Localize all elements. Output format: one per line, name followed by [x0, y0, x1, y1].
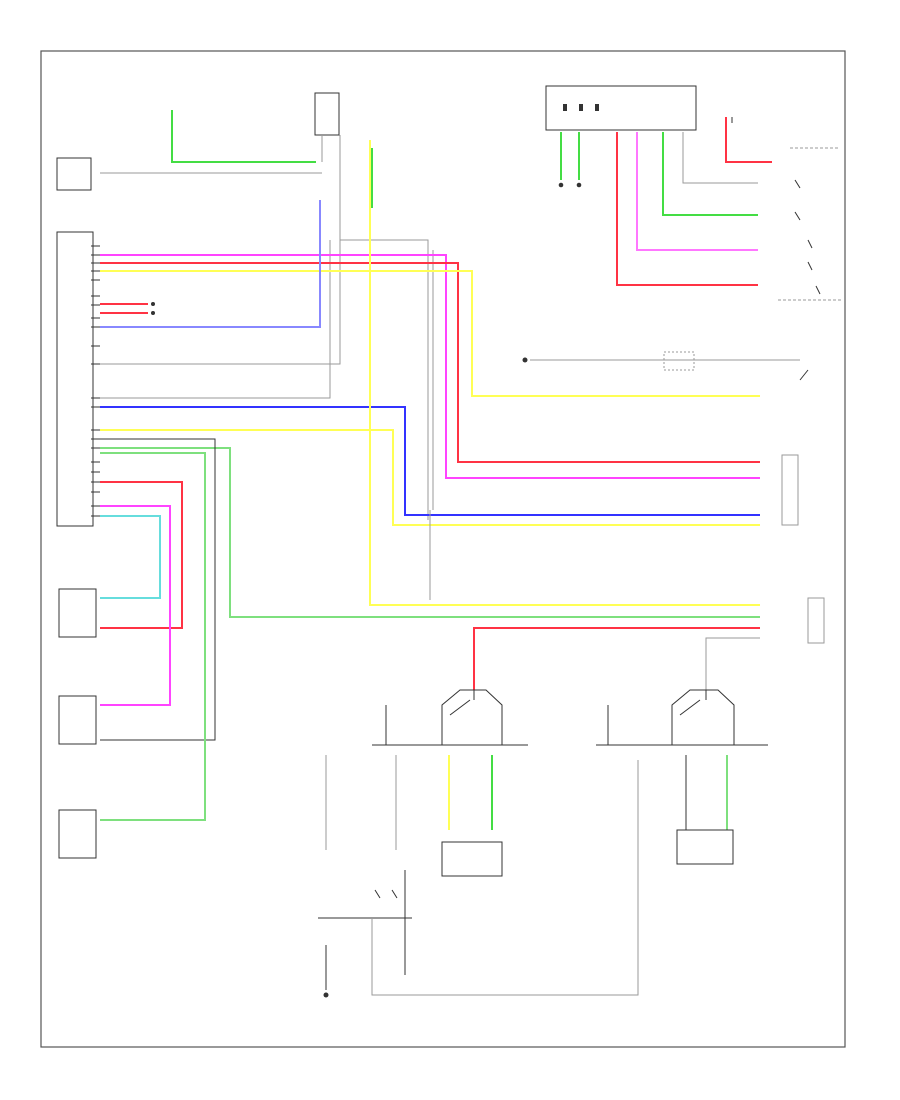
wire-lightblue-relay — [100, 200, 321, 328]
wire-red-lower — [473, 627, 760, 690]
wire-gray-feed-4 — [100, 240, 331, 399]
switch-contact-icon — [799, 369, 809, 381]
switch-contact-icon — [794, 179, 821, 295]
wire-gray-lower — [705, 637, 760, 690]
left-control-module — [56, 231, 94, 527]
wire-blue-main — [100, 406, 760, 516]
right-mid-connector — [781, 454, 799, 526]
left-sensor-box-2 — [58, 695, 97, 745]
ground-symbol-icon — [522, 357, 528, 363]
wire-gray-switch — [682, 132, 758, 184]
left-sensor-box-1 — [58, 588, 97, 638]
module-pin-stubs — [91, 245, 100, 517]
switch-contact-icon — [374, 889, 398, 899]
wire-gray-feed-1 — [100, 135, 341, 365]
splice-dot-icon — [558, 182, 582, 188]
switch-contact-icon — [441, 689, 735, 745]
wire-yellow-vertical — [369, 140, 760, 606]
wire-yellow-2 — [100, 429, 760, 526]
wire-red-switch — [616, 132, 758, 286]
wire-dark-loop — [100, 438, 216, 741]
module-top-connector — [56, 157, 92, 191]
wire-red-sensor — [100, 481, 183, 629]
top-relay-box — [314, 92, 340, 136]
diagram-frame — [40, 50, 846, 1048]
wire-green-top — [171, 110, 316, 163]
right-lower-connector — [807, 597, 825, 644]
wire-gray-feed-5 — [340, 239, 429, 520]
wire-red-top-right — [725, 117, 772, 163]
wire-pink-main — [100, 254, 760, 479]
wire-cyan-sensor — [100, 515, 161, 599]
lower-motor-box-left — [441, 841, 503, 877]
ground-symbol-icon — [323, 992, 329, 998]
wire-lightgreen-sensor — [100, 452, 206, 821]
wire-green-switch — [662, 132, 758, 216]
wire-yellow-main — [100, 270, 760, 397]
seat-position-connector — [545, 85, 697, 131]
splice-dot-icon — [151, 302, 155, 315]
lower-motor-box-right — [676, 829, 734, 865]
mid-sensor-box — [663, 351, 695, 371]
wire-pink-sensor — [100, 505, 171, 706]
connector-pins-top-right — [563, 104, 599, 111]
left-sensor-box-3 — [58, 809, 97, 859]
wire-violet-switch — [636, 132, 758, 251]
wire-gray-bottom-loop — [371, 760, 639, 996]
wire-lightgreen-main — [100, 447, 760, 618]
wire-red-main — [100, 262, 760, 463]
